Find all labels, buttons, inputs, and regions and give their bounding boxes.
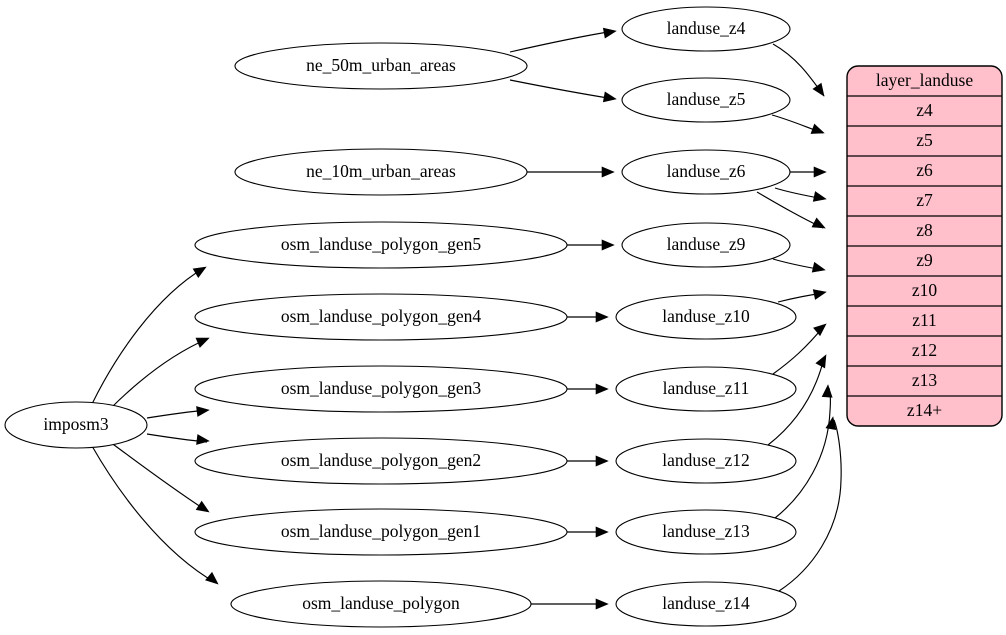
node-osm_landuse_polygon_gen3[interactable]: osm_landuse_polygon_gen3 bbox=[194, 365, 568, 413]
node-landuse_z11[interactable]: landuse_z11 bbox=[615, 366, 797, 412]
node-shape-imposm3 bbox=[4, 401, 148, 449]
node-shape-landuse_z6 bbox=[621, 149, 791, 195]
node-landuse_z9[interactable]: landuse_z9 bbox=[621, 222, 791, 268]
nodes-layer: imposm3 ne_50m_urban_areas ne_10m_urban_ar… bbox=[4, 6, 797, 628]
node-landuse_z10[interactable]: landuse_z10 bbox=[615, 294, 797, 340]
node-shape-ne_50m_urban_areas bbox=[234, 42, 528, 90]
edge-ne_50m_urban_areas-to-landuse_z4 bbox=[509, 30, 615, 53]
arrowhead-node-12 bbox=[595, 455, 609, 467]
edge-landuse_z12-to-z12 bbox=[767, 357, 825, 446]
node-landuse_z13[interactable]: landuse_z13 bbox=[615, 509, 797, 555]
node-shape-landuse_z10 bbox=[615, 294, 797, 340]
node-shape-landuse_z9 bbox=[621, 222, 791, 268]
arrowhead-table-row-7 bbox=[813, 323, 827, 337]
edge-imposm3-to-osm_landuse_polygon_gen4 bbox=[109, 338, 208, 410]
arrowhead-node-9 bbox=[601, 239, 615, 251]
node-osm_landuse_polygon_gen4[interactable]: osm_landuse_polygon_gen4 bbox=[194, 293, 568, 341]
edge-imposm3-to-osm_landuse_polygon_gen5 bbox=[91, 267, 205, 405]
node-shape-osm_landuse_polygon_gen2 bbox=[194, 437, 568, 485]
node-landuse_z12[interactable]: landuse_z12 bbox=[615, 438, 797, 484]
node-shape-osm_landuse_polygon_gen1 bbox=[194, 508, 568, 556]
node-osm_landuse_polygon_gen2[interactable]: osm_landuse_polygon_gen2 bbox=[194, 437, 568, 485]
arrowhead-node-2 bbox=[196, 406, 210, 417]
arrowhead-table-row-3 bbox=[812, 191, 827, 202]
node-shape-osm_landuse_polygon bbox=[230, 580, 532, 628]
edge-ne_50m_urban_areas-to-landuse_z5 bbox=[509, 79, 615, 100]
node-shape-osm_landuse_polygon_gen4 bbox=[194, 293, 568, 341]
arrowheads-layer bbox=[192, 27, 837, 610]
node-shape-landuse_z12 bbox=[615, 438, 797, 484]
arrowhead-table-row-0 bbox=[812, 82, 825, 97]
node-shape-osm_landuse_polygon_gen5 bbox=[194, 221, 568, 269]
node-landuse_z5[interactable]: landuse_z5 bbox=[621, 77, 791, 123]
node-osm_landuse_polygon_gen1[interactable]: osm_landuse_polygon_gen1 bbox=[194, 508, 568, 556]
arrowhead-node-13 bbox=[595, 526, 609, 538]
node-shape-landuse_z13 bbox=[615, 509, 797, 555]
arrowhead-node-11 bbox=[595, 383, 609, 395]
node-shape-osm_landuse_polygon_gen3 bbox=[194, 365, 568, 413]
arrowhead-node-6 bbox=[602, 27, 617, 39]
node-osm_landuse_polygon[interactable]: osm_landuse_polygon bbox=[230, 580, 532, 628]
layer-landuse-table[interactable]: layer_landusez4z5z6z7z8z9z10z11z12z13z14… bbox=[846, 65, 1003, 427]
node-landuse_z14[interactable]: landuse_z14 bbox=[615, 581, 797, 627]
edge-landuse_z14-to-z14 bbox=[778, 419, 842, 592]
arrowhead-table-row-9 bbox=[821, 384, 833, 398]
node-ne_50m_urban_areas[interactable]: ne_50m_urban_areas bbox=[234, 42, 528, 90]
arrowhead-node-4 bbox=[195, 500, 210, 513]
arrowhead-table-row-6 bbox=[812, 289, 827, 300]
node-osm_landuse_polygon_gen5[interactable]: osm_landuse_polygon_gen5 bbox=[194, 221, 568, 269]
edge-imposm3-to-osm_landuse_polygon_gen1 bbox=[109, 441, 208, 512]
node-shape-landuse_z14 bbox=[615, 581, 797, 627]
node-landuse_z4[interactable]: landuse_z4 bbox=[621, 6, 791, 52]
arrowhead-table-row-1 bbox=[810, 123, 825, 134]
node-shape-landuse_z5 bbox=[621, 77, 791, 123]
arrowhead-node-10 bbox=[595, 311, 609, 323]
node-landuse_z6[interactable]: landuse_z6 bbox=[621, 149, 791, 195]
arrowhead-node-7 bbox=[602, 91, 617, 103]
arrowhead-node-1 bbox=[195, 337, 210, 348]
arrowhead-table-row-8 bbox=[815, 354, 827, 369]
arrowhead-node-0 bbox=[192, 266, 207, 279]
arrowhead-table-row-2 bbox=[813, 166, 827, 178]
arrowhead-node-14 bbox=[595, 598, 609, 610]
arrowhead-table-row-5 bbox=[811, 261, 826, 273]
node-shape-landuse_z11 bbox=[615, 366, 797, 412]
arrowhead-table-row-10 bbox=[825, 416, 837, 431]
arrowhead-table-row-4 bbox=[811, 217, 826, 229]
arrowhead-node-3 bbox=[196, 434, 210, 445]
node-ne_10m_urban_areas[interactable]: ne_10m_urban_areas bbox=[234, 148, 528, 196]
node-shape-landuse_z4 bbox=[621, 6, 791, 52]
edge-imposm3-to-osm_landuse_polygon bbox=[91, 445, 217, 584]
edge-landuse_z11-to-z11 bbox=[772, 325, 825, 375]
arrowhead-node-8 bbox=[601, 166, 615, 178]
node-imposm3[interactable]: imposm3 bbox=[4, 401, 148, 449]
arrowhead-node-5 bbox=[205, 571, 219, 585]
node-shape-ne_10m_urban_areas bbox=[234, 148, 528, 196]
